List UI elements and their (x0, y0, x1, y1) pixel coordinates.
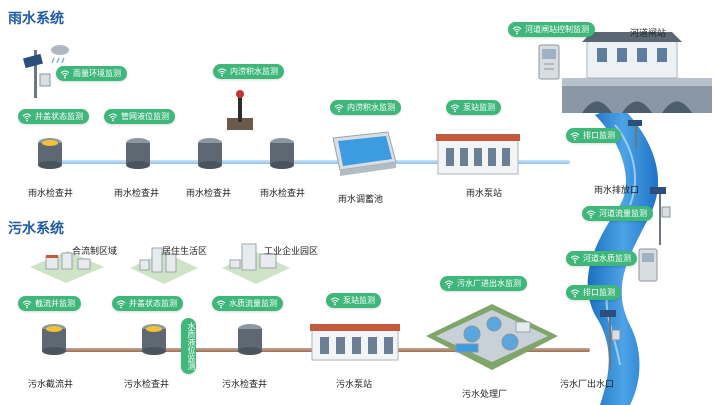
wifi-icon (334, 104, 344, 112)
label-area-combined: 合流制区域 (72, 246, 118, 256)
label-rain-well-1: 雨水检查井 (28, 188, 74, 198)
label-sewage-well-1: 污水检查井 (124, 379, 170, 389)
control-cabinet-icon (638, 248, 658, 282)
label-rain-well-4: 雨水检查井 (260, 188, 306, 198)
label-plant-outlet: 污水厂出水口 (560, 379, 615, 389)
tag-label: 内涝积水监测 (230, 67, 278, 76)
manhole-well-icon (238, 324, 262, 355)
tag-label: 管网液位监测 (121, 112, 169, 121)
pump-station-icon (310, 324, 400, 361)
manhole-well-icon (270, 138, 294, 169)
label-area-industrial: 工业企业园区 (264, 246, 319, 256)
tag-label: 水质液位监测 (187, 322, 196, 370)
wifi-icon (217, 68, 227, 76)
tag-label: 截流井监测 (35, 299, 75, 308)
tag-river-outlet: 排口监测 (566, 285, 621, 300)
tag-label: 泵站监测 (463, 103, 495, 112)
manhole-well-icon (42, 324, 66, 355)
tag-pipe-level: 管网液位监测 (104, 109, 175, 124)
tag-label: 河道闸站控制监测 (525, 25, 589, 34)
label-gate: 河道闸站 (630, 28, 667, 38)
wifi-icon (512, 26, 522, 34)
tag-label: 排口监测 (583, 131, 615, 140)
manhole-well-icon (38, 138, 62, 169)
tag-waterlog-2: 内涝积水监测 (330, 100, 401, 115)
tag-label: 内涝积水监测 (347, 103, 395, 112)
tag-label: 井盖状态监测 (35, 112, 83, 121)
label-rain-discharge: 雨水排放口 (594, 185, 640, 195)
treatment-plant-icon (426, 304, 558, 370)
wifi-icon (570, 132, 580, 140)
tag-label: 泵站监测 (343, 296, 375, 305)
wifi-icon (108, 113, 118, 121)
sewage-section-title: 污水系统 (8, 220, 64, 236)
wifi-icon (60, 70, 70, 78)
industrial-area-icon (222, 243, 290, 284)
wifi-icon (450, 104, 460, 112)
rain-pipe (50, 160, 570, 164)
tag-label: 河道水质监测 (583, 254, 631, 263)
tag-quality-level-vertical: 水质液位监测 (181, 318, 196, 374)
residential-area-icon (130, 247, 198, 284)
tag-plant-io: 污水厂进出水监测 (440, 276, 527, 291)
tag-label: 水质流量监测 (229, 299, 277, 308)
wifi-icon (22, 300, 32, 308)
label-rain-well-2: 雨水检查井 (114, 188, 160, 198)
pump-station-icon (436, 134, 520, 175)
wifi-icon (570, 289, 580, 297)
label-area-residential: 居住生活区 (162, 246, 208, 256)
tag-gate-control: 河道闸站控制监测 (508, 22, 595, 37)
manhole-well-icon (142, 324, 166, 355)
waterlog-sensor-icon (227, 90, 253, 130)
wifi-icon (22, 113, 32, 121)
label-sewage-well-2: 污水检查井 (222, 379, 268, 389)
tag-quality-flow: 水质流量监测 (212, 296, 283, 311)
weather-station-icon (23, 45, 69, 98)
tag-river-quality: 河道水质监测 (566, 251, 637, 266)
label-sewage-pump: 污水泵站 (336, 379, 373, 389)
tag-rain-outlet: 排口监测 (566, 128, 621, 143)
label-rain-well-3: 雨水检查井 (186, 188, 232, 198)
tag-sewage-pump: 泵站监测 (326, 293, 381, 308)
tag-label: 排口监测 (583, 288, 615, 297)
tag-intercept-well: 截流井监测 (18, 296, 81, 311)
tag-label: 雨量环境监测 (73, 69, 121, 78)
storage-pool-icon (332, 131, 397, 176)
monitor-pole-icon (650, 187, 671, 245)
wifi-icon (216, 300, 226, 308)
monitor-pole-icon (600, 310, 621, 370)
tag-waterlog-1: 内涝积水监测 (213, 64, 284, 79)
wifi-icon (570, 255, 580, 263)
tag-label: 污水厂进出水监测 (457, 279, 521, 288)
label-treatment-plant: 污水处理厂 (462, 389, 508, 399)
wifi-icon (330, 297, 340, 305)
monitor-pole-icon (628, 120, 642, 148)
label-rain-pool: 雨水调蓄池 (338, 194, 384, 204)
label-rain-pump: 雨水泵站 (466, 188, 503, 198)
manhole-well-icon (126, 138, 150, 169)
tag-rain-env: 雨量环境监测 (56, 66, 127, 81)
rain-section-title: 雨水系统 (8, 10, 64, 26)
river-gate-icon (562, 32, 712, 113)
tag-label: 河道流量监测 (599, 209, 647, 218)
wifi-icon (586, 210, 596, 218)
tag-sewage-cover: 井盖状态监测 (112, 296, 183, 311)
control-cabinet-icon (538, 44, 560, 80)
manhole-well-icon (198, 138, 222, 169)
wifi-icon (444, 280, 454, 288)
tag-cover-status: 井盖状态监测 (18, 109, 89, 124)
label-intercept-well: 污水截流井 (28, 379, 74, 389)
tag-label: 井盖状态监测 (129, 299, 177, 308)
tag-rain-pump: 泵站监测 (446, 100, 501, 115)
combined-area-icon (30, 251, 104, 283)
tag-river-flow: 河道流量监测 (582, 206, 653, 221)
wifi-icon (116, 300, 126, 308)
